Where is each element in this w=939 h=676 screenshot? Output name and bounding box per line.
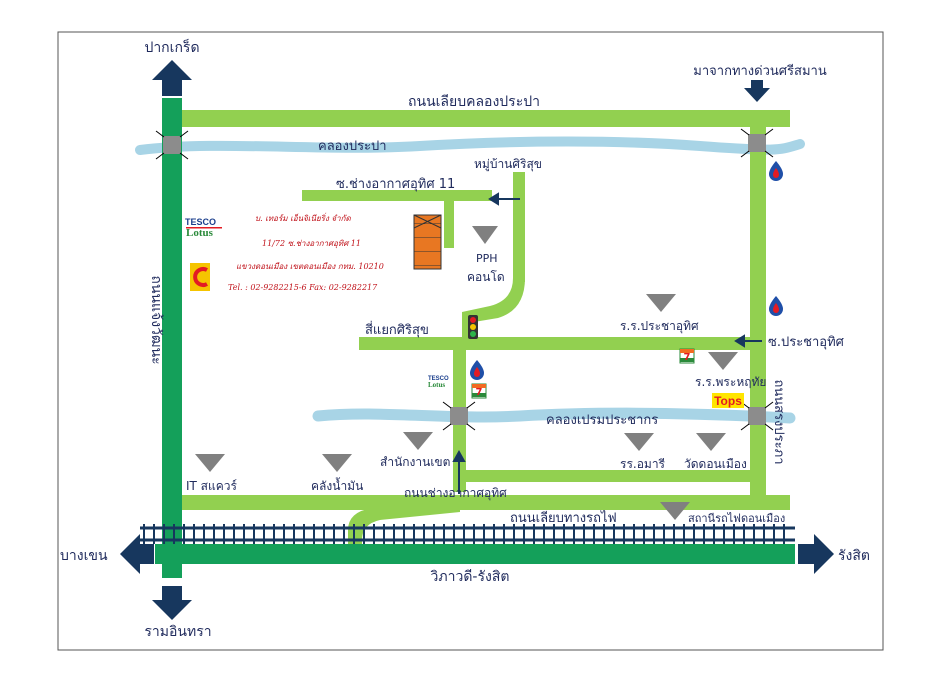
company-phone: Tel. : 02-9282215-6 Fax: 02-9282217	[228, 283, 378, 292]
landmark-triangle-icon	[403, 432, 433, 450]
canal-prem	[312, 407, 796, 424]
pointer-arrows	[452, 192, 762, 494]
label-road-prachauthit: ซ.ประชาอุทิศ	[768, 335, 845, 350]
label-canal-prapa: คลองประปา	[318, 139, 387, 154]
label-highway: วิภาวดี-รังสิต	[430, 569, 509, 585]
label-school-amari: รร.อมารี	[620, 457, 666, 471]
traffic-light-icon	[468, 315, 478, 339]
label-condo: คอนโด	[467, 270, 505, 284]
road-highway	[155, 544, 795, 564]
label-office: สำนักงานเขต	[380, 455, 450, 469]
map-labels: ปากเกร็ด รามอินทรา บางเขน รังสิต มาจากทา…	[60, 38, 870, 640]
gas-station-icon	[769, 161, 783, 181]
company-address-1: 11/72 ซ.ช่างอากาศอุทิศ 11	[262, 239, 361, 249]
label-station: สถานีรถไฟดอนเมือง	[688, 512, 785, 525]
label-top-right: มาจากทางด่วนศรีสมาน	[693, 63, 827, 79]
label-road-changakat: ถนนช่างอากาศอุทิศ	[404, 486, 507, 501]
gas-stations	[470, 161, 783, 380]
arrow-up-small-icon	[452, 449, 466, 462]
label-road-left: ถนนแจ้งวัฒนะ	[148, 275, 164, 364]
arrow-down-icon	[152, 586, 192, 620]
label-school-prachauthit: ร.ร.ประชาอุทิศ	[620, 319, 699, 334]
landmark-triangle-icon	[708, 352, 738, 370]
landmark-triangle-icon	[696, 433, 726, 451]
road-network	[165, 110, 790, 548]
tesco-lotus-logo: TESCO Lotus	[185, 217, 222, 239]
tops-logo: Tops	[712, 393, 744, 408]
road-link-south	[348, 498, 460, 548]
landmark-markers	[195, 226, 738, 520]
road-curve	[462, 278, 525, 350]
landmark-triangle-icon	[624, 433, 654, 451]
road-village-down	[513, 172, 525, 282]
label-soi-11: ซ.ช่างอากาศอุทิศ 11	[336, 177, 455, 192]
seven-eleven-logo: 7	[679, 348, 695, 364]
arrow-left-small-icon	[734, 334, 745, 348]
arrow-right-icon	[798, 534, 834, 574]
company-building	[413, 214, 442, 270]
label-village: หมู่บ้านศิริสุข	[474, 157, 542, 172]
road-soi-11-stub	[444, 193, 454, 248]
seven-text: 7	[684, 352, 691, 363]
label-south: รามอินทรา	[144, 624, 211, 640]
seven-text: 7	[476, 387, 483, 398]
company-address-2: แขวงดอนเมือง เขตดอนเมือง กทม. 10210	[236, 262, 384, 271]
seven-eleven-logo: 7	[471, 383, 487, 399]
label-road-top: ถนนเลียบคลองประปา	[408, 94, 540, 110]
store-logo-icon	[190, 263, 210, 291]
label-canal-prem: คลองเปรมประชากร	[546, 413, 658, 428]
landmark-triangle-icon	[646, 294, 676, 312]
label-north: ปากเกร็ด	[144, 38, 199, 56]
label-school-phrahruthai: ร.ร.พระหฤทัย	[695, 375, 766, 389]
railway	[140, 524, 795, 544]
landmark-triangle-icon	[195, 454, 225, 472]
road-right	[750, 110, 766, 502]
tesco-lotus-logo: TESCO Lotus	[428, 376, 449, 389]
road-top	[165, 110, 790, 127]
landmark-triangle-icon	[472, 226, 498, 244]
bridge-icon	[740, 128, 774, 158]
road-amari	[458, 470, 758, 482]
gas-station-icon	[769, 296, 783, 316]
direction-arrows	[120, 60, 834, 620]
road-soi-11	[302, 190, 492, 201]
label-east: รังสิต	[838, 548, 870, 564]
bridge-icon	[442, 401, 476, 431]
tesco-text: TESCO	[428, 376, 449, 382]
road-prachauthit	[359, 337, 750, 350]
bridge-icon	[155, 130, 189, 160]
bridge-icon	[740, 401, 774, 431]
arrow-left-small-icon	[488, 192, 499, 206]
landmark-triangle-icon	[322, 454, 352, 472]
label-west: บางเขน	[60, 548, 108, 564]
label-intersection: สี่แยกศิริสุข	[365, 321, 429, 338]
arrow-up-icon	[152, 60, 192, 96]
company-info: บ. เทอร์ม เอ็นจิเนียริ่ง จำกัด 11/72 ซ.ช…	[228, 212, 384, 292]
arrow-left-icon	[120, 534, 154, 574]
label-oil-depot: คลังน้ำมัน	[311, 477, 363, 493]
lotus-text: Lotus	[186, 227, 214, 239]
label-wat: วัดดอนเมือง	[684, 457, 747, 471]
label-rail-road: ถนนเลียบทางรถไฟ	[510, 510, 617, 526]
label-road-right: ถนนสรงประภา	[771, 380, 786, 465]
tesco-text: TESCO	[185, 217, 216, 227]
lotus-text: Lotus	[428, 381, 445, 389]
label-it-square: IT สแควร์	[186, 479, 238, 493]
company-name: บ. เทอร์ม เอ็นจิเนียริ่ง จำกัด	[255, 212, 351, 223]
tops-text: Tops	[714, 394, 742, 408]
road-left-main	[162, 98, 182, 578]
landmark-triangle-icon	[660, 502, 690, 520]
bridge-markers	[155, 128, 774, 431]
arrow-down-small-icon	[744, 80, 770, 102]
road-rail	[180, 495, 790, 510]
label-pph: PPH	[476, 252, 498, 265]
gas-station-icon	[470, 360, 484, 380]
